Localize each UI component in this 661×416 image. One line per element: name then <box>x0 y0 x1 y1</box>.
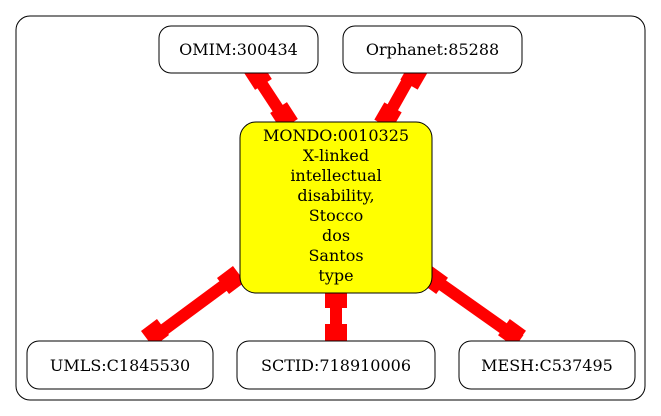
node-mondo-label-line: MONDO:0010325 <box>263 126 409 145</box>
node-orphanet-label: Orphanet:85288 <box>366 40 499 59</box>
node-umls[interactable]: UMLS:C1845530 <box>26 340 214 390</box>
node-mondo-label-line: dos <box>322 226 350 245</box>
node-mondo-label-line: disability, <box>297 186 374 205</box>
node-mondo-label-line: X-linked <box>303 146 369 165</box>
node-omim[interactable]: OMIM:300434 <box>158 25 319 74</box>
node-mondo[interactable]: MONDO:0010325 X-linked intellectual disa… <box>239 121 433 294</box>
node-mondo-label-line: type <box>318 266 353 285</box>
node-umls-label: UMLS:C1845530 <box>50 356 190 375</box>
node-mondo-label-line: Stocco <box>309 206 364 225</box>
node-orphanet[interactable]: Orphanet:85288 <box>342 25 523 74</box>
node-omim-label: OMIM:300434 <box>179 40 298 59</box>
node-sctid-label: SCTID:718910006 <box>261 356 411 375</box>
node-sctid[interactable]: SCTID:718910006 <box>236 340 436 390</box>
edge-umls <box>140 265 246 348</box>
node-mondo-label-line: intellectual <box>290 166 381 185</box>
node-mesh[interactable]: MESH:C537495 <box>458 340 636 390</box>
node-mesh-label: MESH:C537495 <box>481 356 613 375</box>
node-mondo-label-line: Santos <box>308 246 363 265</box>
